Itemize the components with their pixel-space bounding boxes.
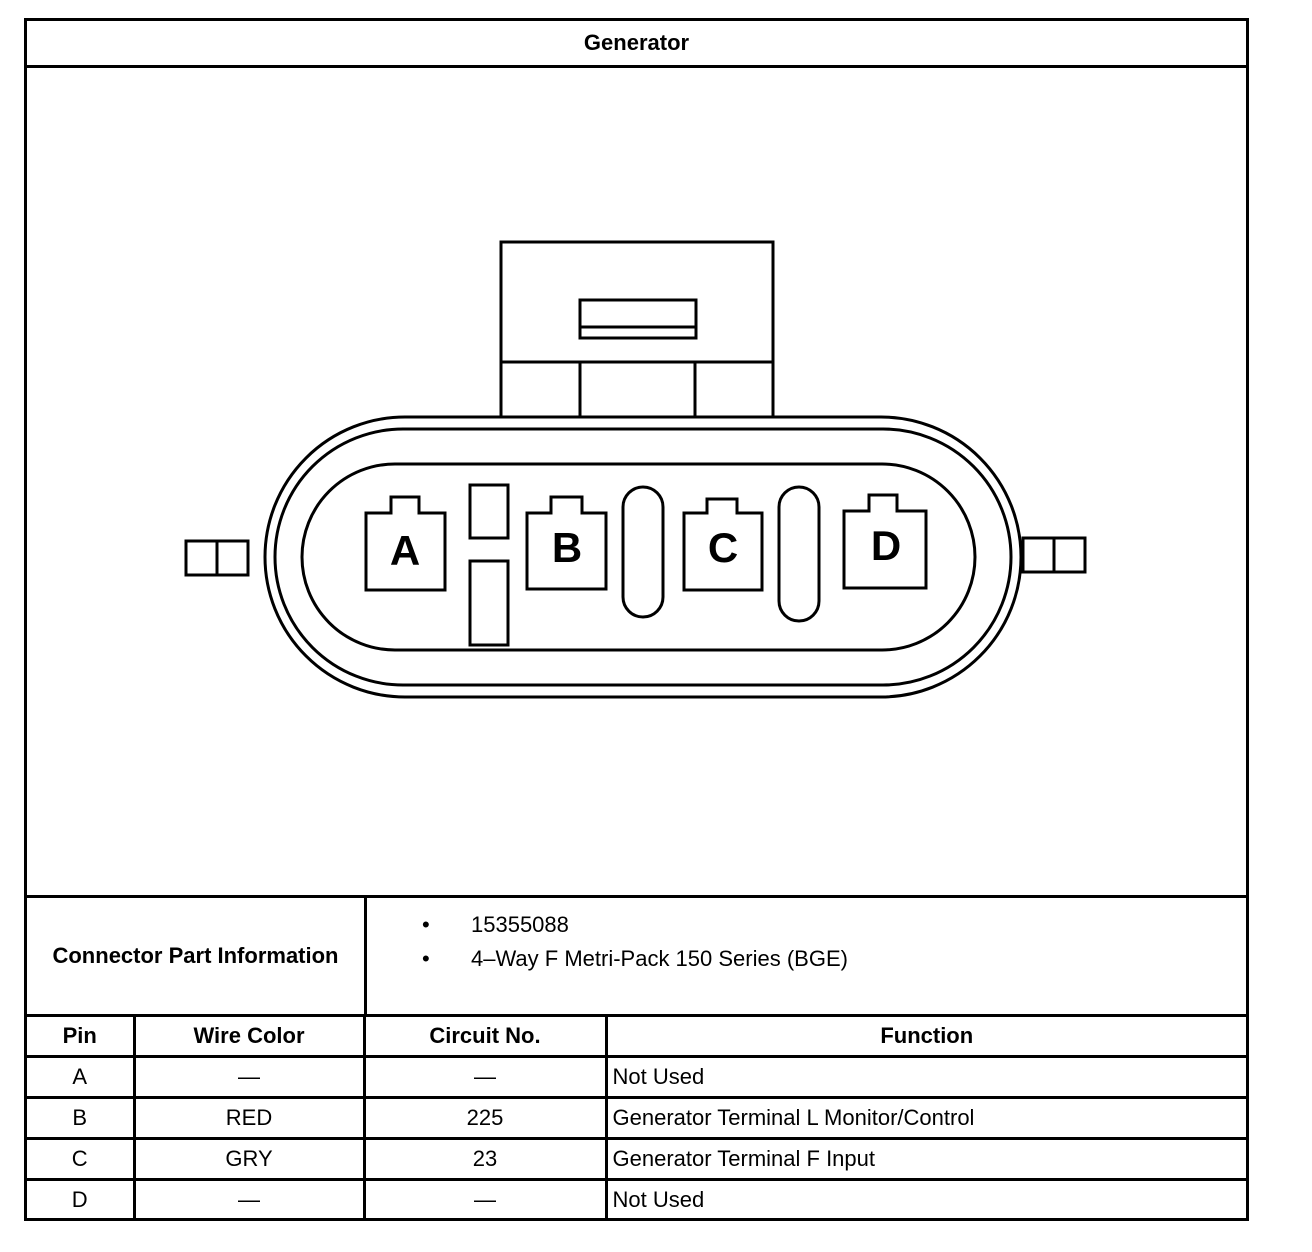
- cell-function: Generator Terminal F Input: [604, 1137, 1246, 1181]
- pin-table: Pin Wire Color Circuit No. Function A — …: [27, 1017, 1246, 1219]
- cell-wire-color: GRY: [132, 1137, 366, 1181]
- latch-tab: [578, 298, 698, 340]
- connector-body-outer: [263, 415, 1023, 699]
- cell-function: Not Used: [604, 1055, 1246, 1099]
- pin-label-b: B: [552, 524, 582, 571]
- latch-housing: [499, 240, 775, 419]
- header-wire-color: Wire Color: [132, 1017, 366, 1058]
- header-circuit: Circuit No.: [362, 1017, 608, 1058]
- connector-face-drawing: A B C D: [184, 240, 1087, 699]
- part-info-item: • 15355088: [367, 908, 848, 942]
- header-function: Function: [604, 1017, 1246, 1058]
- cell-function: Generator Terminal L Monitor/Control: [604, 1096, 1246, 1140]
- cavity-d: [842, 493, 928, 590]
- cell-pin: D: [27, 1178, 136, 1219]
- table-row: B RED 225 Generator Terminal L Monitor/C…: [27, 1096, 1246, 1140]
- pin-table-header: Pin Wire Color Circuit No. Function: [27, 1017, 1246, 1058]
- cavity-c: [682, 497, 764, 592]
- cell-pin: C: [27, 1137, 136, 1181]
- page-title: Generator: [27, 21, 1246, 68]
- key-slot-upper: [468, 483, 510, 540]
- part-info-label: Connector Part Information: [27, 898, 367, 1014]
- pin-label-d: D: [871, 522, 901, 569]
- separator-1: [621, 485, 665, 619]
- cell-pin: B: [27, 1096, 136, 1140]
- part-info-item: • 4–Way F Metri-Pack 150 Series (BGE): [367, 942, 848, 976]
- cell-circuit: —: [362, 1055, 608, 1099]
- table-row: C GRY 23 Generator Terminal F Input: [27, 1137, 1246, 1181]
- separator-2: [777, 485, 821, 623]
- connector-part-info: Connector Part Information • 15355088 • …: [27, 898, 1246, 1017]
- cell-wire-color: —: [132, 1055, 366, 1099]
- cell-circuit: 23: [362, 1137, 608, 1181]
- key-slot-lower: [468, 559, 510, 647]
- bullet-icon: •: [422, 946, 430, 971]
- connector-body-outer-inner: [273, 427, 1013, 687]
- part-info-list: • 15355088 • 4–Way F Metri-Pack 150 Seri…: [367, 908, 848, 976]
- cell-circuit: 225: [362, 1096, 608, 1140]
- connector-face-inner: [300, 462, 977, 652]
- header-pin: Pin: [27, 1017, 136, 1058]
- table-row: A — — Not Used: [27, 1055, 1246, 1099]
- pin-label-c: C: [708, 524, 738, 571]
- pin-label-a: A: [390, 527, 420, 574]
- connector-sheet: Generator: [24, 18, 1249, 1221]
- cell-function: Not Used: [604, 1178, 1246, 1219]
- part-number: 15355088: [471, 912, 569, 937]
- table-row: D — — Not Used: [27, 1178, 1246, 1219]
- cell-circuit: —: [362, 1178, 608, 1219]
- bullet-icon: •: [422, 912, 430, 937]
- connector-description: 4–Way F Metri-Pack 150 Series (BGE): [471, 946, 848, 971]
- connector-diagram: A B C D: [27, 65, 1246, 898]
- cavity-a: [364, 495, 447, 592]
- cell-pin: A: [27, 1055, 136, 1099]
- cell-wire-color: RED: [132, 1096, 366, 1140]
- cell-wire-color: —: [132, 1178, 366, 1219]
- cavity-b: [525, 495, 608, 591]
